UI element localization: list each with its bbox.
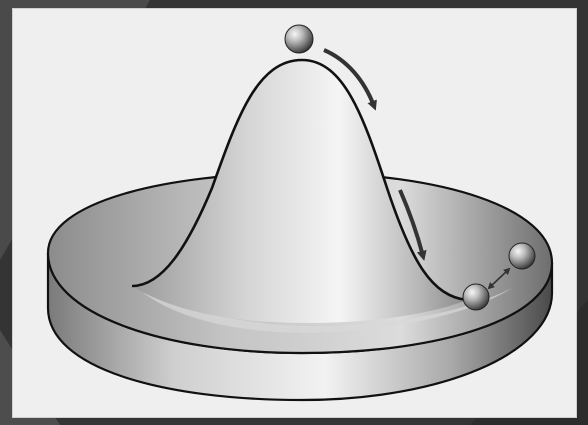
ball-in-trough-left	[463, 284, 489, 310]
ball-in-trough-right	[509, 243, 535, 269]
ball-on-peak	[285, 25, 313, 53]
mexican-hat-diagram	[12, 8, 577, 418]
